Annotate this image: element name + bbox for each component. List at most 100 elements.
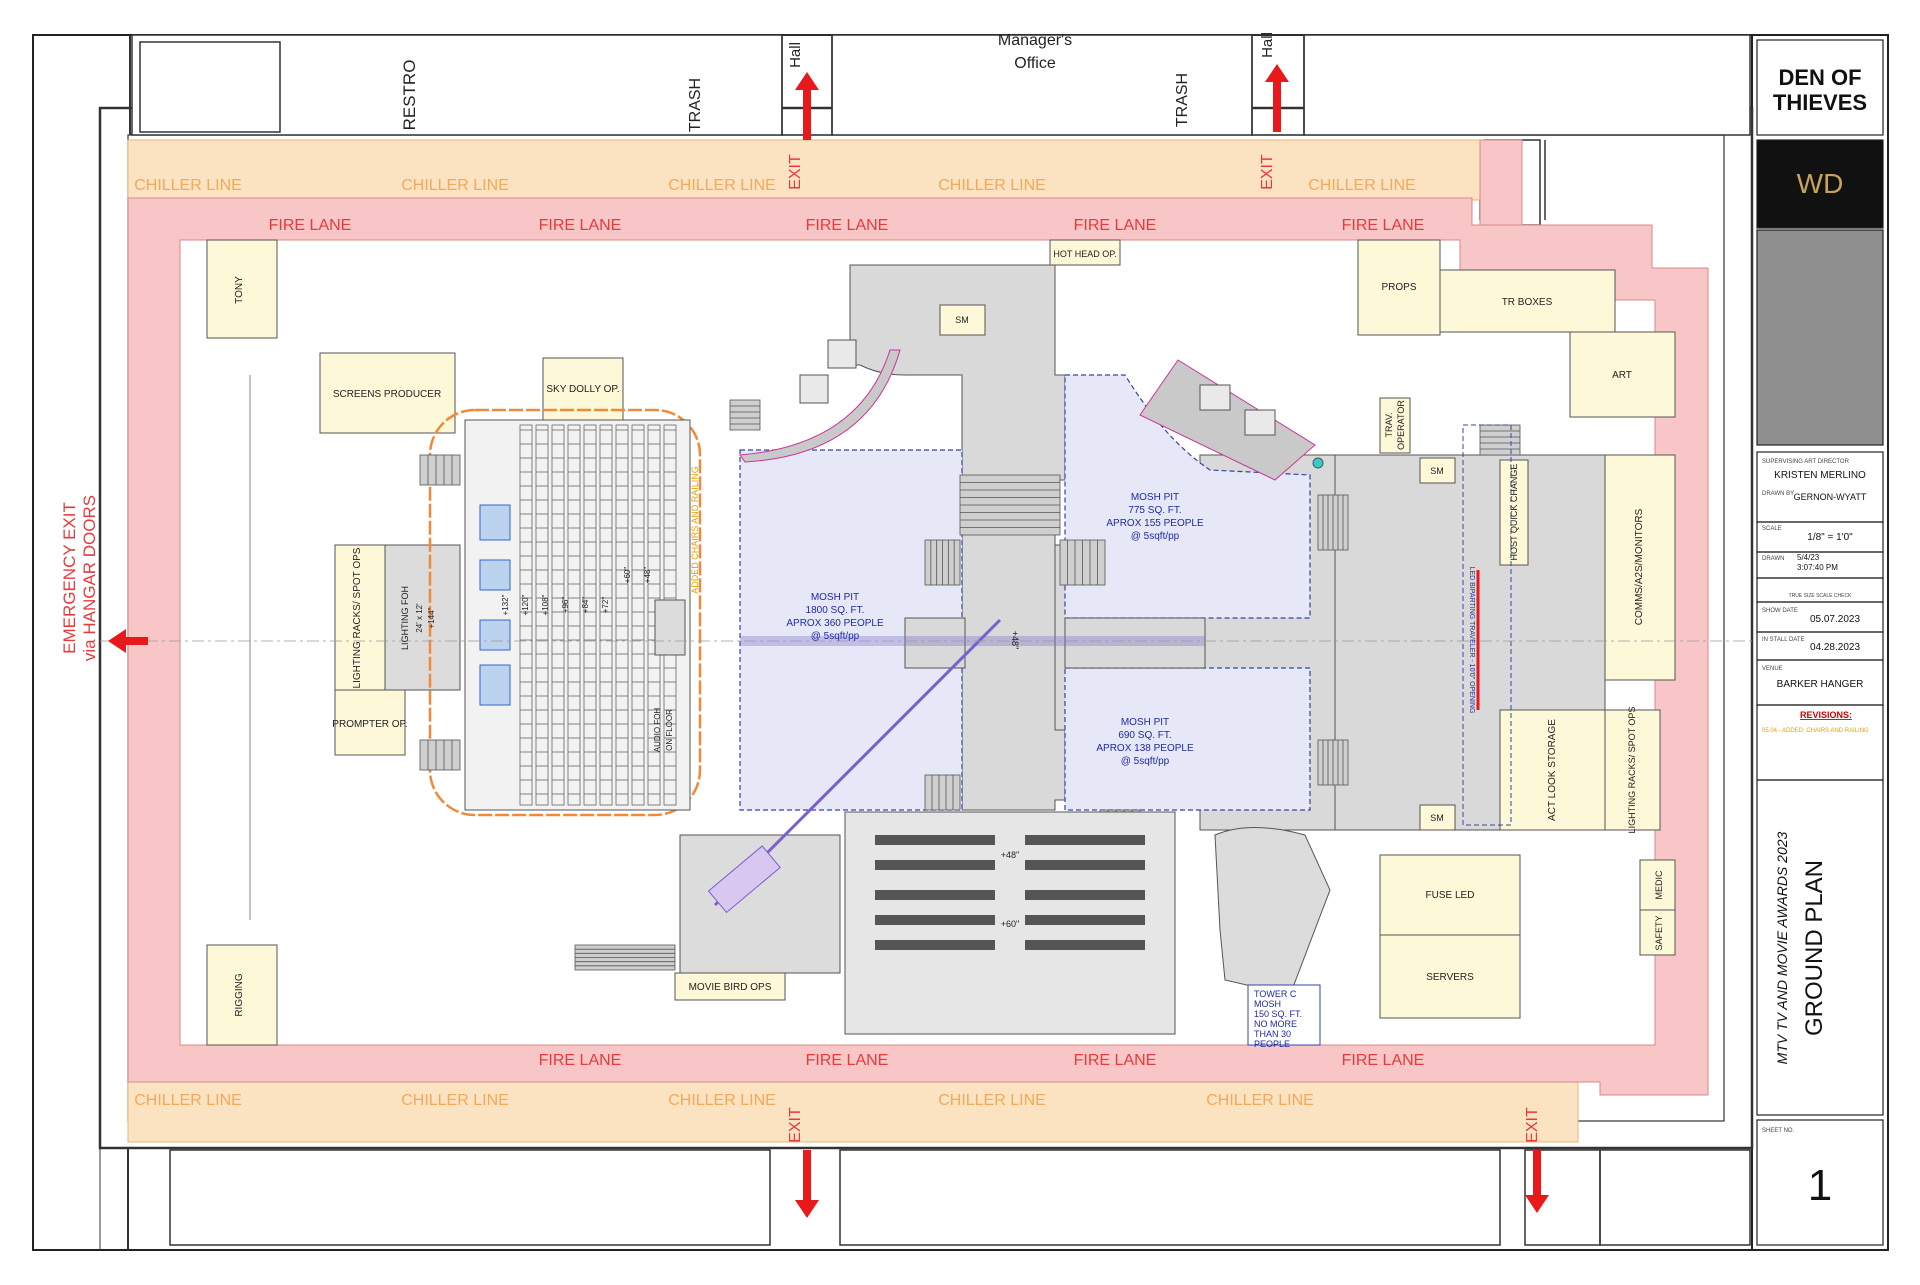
label-safety: SAFETY — [1654, 915, 1664, 950]
seat-row-right — [1025, 890, 1145, 900]
mosh-bottom-line2: 690 SQ. FT. — [1118, 730, 1171, 741]
riser-height-4: +96" — [561, 597, 570, 614]
drawn-by: GERNON-WYATT — [1794, 492, 1867, 502]
label-lighting-foh-dims: 24' x 12' — [415, 603, 424, 633]
bleacher-column — [583, 424, 597, 806]
logo-line2: THIEVES — [1773, 90, 1867, 115]
seat-row-right — [1025, 940, 1145, 950]
seat-row-left — [875, 890, 995, 900]
zone-sm-right-bottom — [1419, 804, 1456, 831]
label-act-look: ACT LOOK STORAGE — [1547, 719, 1558, 821]
label-led-traveler: LED BIPARTING TRAVELER - 10'0" OPENING — [1468, 567, 1475, 714]
seating-height-60: +60" — [1001, 919, 1019, 929]
seat-row-right — [1025, 835, 1145, 845]
bleacher-column — [631, 424, 645, 806]
bleacher-column — [615, 424, 629, 806]
labels: RESTRO TRASH TRASH Hall Hall Manager's O… — [60, 32, 1664, 1143]
tower-c-line1: TOWER C — [1254, 989, 1297, 999]
mosh-left-line1: MOSH PIT — [811, 592, 859, 603]
mosh-pit-bottom — [1064, 667, 1311, 811]
tower-c-line5: THAN 30 — [1254, 1029, 1291, 1039]
mosh-left-line4: @ 5sqft/pp — [811, 631, 860, 642]
zone-lighting-racks-right — [1604, 709, 1661, 831]
seat-row-right — [1025, 915, 1145, 925]
logo-line1: DEN OF — [1778, 65, 1861, 90]
sup-art-director-label: SUPERVISING ART DIRECTOR — [1762, 459, 1850, 465]
stair-block — [1479, 424, 1521, 456]
zone-tr-boxes — [1439, 269, 1616, 333]
label-host-quick-change: HOST QUICK CHANGE — [1509, 464, 1519, 561]
emergency-exit-line1: EMERGENCY EXIT — [60, 502, 79, 654]
bleacher-column — [567, 424, 581, 806]
zone-rigging — [206, 944, 278, 1046]
label-props: PROPS — [1381, 282, 1416, 293]
label-trav-operator-1: TRAV. — [1384, 412, 1394, 437]
label-art: ART — [1612, 370, 1632, 381]
zone-art — [1569, 331, 1676, 418]
label-tr-boxes: TR BOXES — [1502, 297, 1553, 308]
chiller-label-9: CHILLER LINE — [938, 1092, 1046, 1109]
wd-logo: WD — [1797, 168, 1844, 199]
chiller-label-3: CHILLER LINE — [668, 177, 776, 194]
zone-lighting-racks-left — [334, 544, 386, 694]
tower-c-line2: MOSH — [1254, 999, 1281, 1009]
manager-office-line2: Office — [1014, 55, 1056, 72]
label-added-chairs: ADDED CHAIRS AND RAILING — [690, 466, 700, 594]
label-lighting-foh-height: +144" — [427, 607, 436, 628]
exit-arrow-bottom-right — [1525, 1150, 1549, 1213]
camera-platform-left — [739, 339, 901, 463]
seating-height-48: +48" — [1001, 850, 1019, 860]
fire-lane-label-4: FIRE LANE — [1074, 217, 1157, 234]
riser-height-1: +132" — [501, 594, 510, 615]
bleacher-column — [519, 424, 533, 806]
zone-screens-producer — [319, 352, 456, 434]
seat-row-left — [875, 835, 995, 845]
hall-label-left: Hall — [787, 42, 804, 68]
riser-height-8: +48" — [643, 567, 652, 584]
camera-platform-right — [1139, 359, 1324, 481]
show-date: 05.07.2023 — [1810, 614, 1860, 625]
sheet-no: 1 — [1808, 1161, 1832, 1210]
fire-lane-label-3: FIRE LANE — [806, 217, 889, 234]
label-trav-operator-2: OPERATOR — [1396, 400, 1406, 450]
label-sm-right-top: SM — [1430, 466, 1444, 476]
chiller-line-bottom — [127, 1081, 1579, 1143]
fire-lane-label-2: FIRE LANE — [539, 217, 622, 234]
drawn-date: 5/4/23 — [1797, 553, 1820, 562]
venue: BARKER HANGER — [1777, 679, 1864, 690]
zone-sm-right-top — [1419, 457, 1456, 484]
top-rooms — [131, 34, 1751, 226]
exit-label-bottom-left: EXIT — [787, 1107, 804, 1143]
bleacher-column — [535, 424, 549, 806]
mosh-top-line4: @ 5sqft/pp — [1131, 531, 1180, 542]
exit-arrow-top-right — [1265, 64, 1289, 132]
chiller-label-5: CHILLER LINE — [1308, 177, 1416, 194]
zone-lighting-foh — [384, 544, 461, 691]
label-medic: MEDIC — [1654, 870, 1664, 900]
seat-row-left — [875, 940, 995, 950]
chiller-label-8: CHILLER LINE — [668, 1092, 776, 1109]
stage-height: +48" — [1010, 631, 1020, 649]
drawn-label: DRAWN — [1762, 556, 1784, 562]
install-date: 04.28.2023 — [1810, 642, 1860, 653]
mosh-pits — [739, 374, 1311, 811]
tower-c-line3: 150 SQ. FT. — [1254, 1009, 1302, 1019]
label-lighting-racks-right: LIGHTING RACKS/ SPOT OPS — [1627, 707, 1637, 834]
sheet-title: GROUND PLAN — [1801, 860, 1828, 1036]
label-sm-top: SM — [955, 315, 969, 325]
chiller-label-6: CHILLER LINE — [134, 1092, 242, 1109]
riser-height-6: +72" — [601, 597, 610, 614]
trash-label-right: TRASH — [1174, 73, 1191, 127]
label-servers: SERVERS — [1426, 972, 1474, 983]
fire-lane-label-7: FIRE LANE — [806, 1052, 889, 1069]
seat-row-left — [875, 915, 995, 925]
zone-prompter — [334, 689, 406, 756]
tower-c-label-box — [1247, 984, 1321, 1046]
exit-arrows — [108, 64, 1549, 1218]
show-date-label: SHOW DATE — [1762, 608, 1798, 614]
label-hot-head: HOT HEAD OP. — [1053, 249, 1116, 259]
venue-label: VENUE — [1762, 666, 1783, 672]
seat-row-right — [1025, 860, 1145, 870]
bleacher-column — [599, 424, 613, 806]
zone-props — [1357, 239, 1441, 336]
